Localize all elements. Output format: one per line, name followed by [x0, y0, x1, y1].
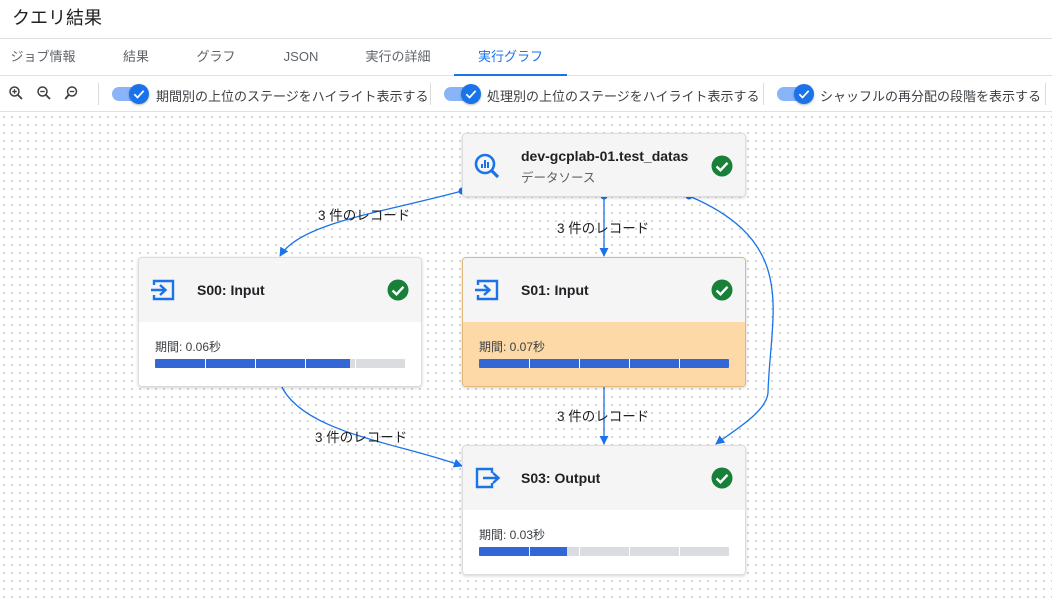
tab-chart[interactable]: グラフ [196, 49, 236, 64]
input-icon [151, 279, 175, 301]
edge-label: 3 件のレコード [557, 409, 650, 424]
datasource-name: dev-gcplab-01.test_dataset [521, 148, 689, 164]
stage-duration: 期間: 0.03秒 [479, 528, 546, 542]
execution-graph-canvas[interactable]: 3 件のレコード 3 件のレコード 3 件のレコード 3 件のレコード dev-… [0, 113, 1052, 601]
edge-source-to-s00 [279, 190, 463, 257]
success-check-icon [711, 279, 733, 301]
show-shuffle-repartition-toggle[interactable] [777, 84, 815, 104]
stage-node-s03[interactable]: S03: Output 期間: 0.03秒 [462, 445, 746, 575]
query-insights-icon [474, 153, 500, 179]
toolbar-divider [430, 83, 431, 105]
page-title: クエリ結果 [12, 8, 102, 28]
highlight-by-duration-toggle[interactable] [112, 84, 150, 104]
highlight-by-duration-label: 期間別の上位のステージをハイライト表示する [156, 89, 429, 104]
tab-json[interactable]: JSON [283, 49, 319, 64]
highlight-by-processing-label: 処理別の上位のステージをハイライト表示する [487, 89, 760, 104]
stage-node-s00[interactable]: S00: Input 期間: 0.06秒 [138, 257, 422, 387]
toolbar-divider [763, 83, 764, 105]
tab-execution-details[interactable]: 実行の詳細 [365, 49, 431, 64]
stage-name: S03: Output [521, 470, 601, 486]
edge-s00-to-s03 [279, 382, 463, 468]
stage-duration-bar [155, 359, 405, 368]
stage-duration: 期間: 0.06秒 [155, 340, 222, 354]
datasource-subtitle: データソース [521, 171, 596, 185]
show-shuffle-repartition-label: シャッフルの再分配の段階を表示する [820, 89, 1042, 104]
check-icon [798, 90, 810, 99]
tab-job-info[interactable]: ジョブ情報 [10, 49, 76, 64]
zoom-out-icon[interactable] [35, 84, 53, 102]
toolbar-divider [1045, 83, 1046, 105]
check-icon [465, 90, 477, 99]
stage-name: S01: Input [521, 282, 589, 298]
edge-source-to-s03 [688, 195, 774, 445]
tab-bar: ジョブ情報 結果 グラフ JSON 実行の詳細 実行グラフ [0, 38, 1052, 76]
toolbar-divider [98, 83, 99, 105]
graph-toolbar: 期間別の上位のステージをハイライト表示する 処理別の上位のステージをハイライト表… [0, 76, 1052, 112]
zoom-in-icon[interactable] [7, 84, 25, 102]
tab-execution-graph[interactable]: 実行グラフ [454, 39, 567, 76]
edge-label: 3 件のレコード [318, 208, 411, 223]
datasource-node[interactable]: dev-gcplab-01.test_dataset データソース [462, 133, 746, 197]
stage-duration-bar [479, 547, 729, 556]
output-icon [475, 467, 501, 489]
highlight-by-processing-toggle[interactable] [444, 84, 482, 104]
check-icon [133, 90, 145, 99]
stage-duration: 期間: 0.07秒 [479, 340, 546, 354]
zoom-reset-icon[interactable] [63, 84, 81, 102]
success-check-icon [711, 467, 733, 489]
success-check-icon [711, 155, 733, 177]
edge-label: 3 件のレコード [315, 430, 408, 445]
stage-duration-bar [479, 359, 729, 368]
stage-name: S00: Input [197, 282, 265, 298]
success-check-icon [387, 279, 409, 301]
tab-results[interactable]: 結果 [122, 49, 149, 64]
stage-node-s01[interactable]: S01: Input 期間: 0.07秒 [462, 257, 746, 387]
input-icon [475, 279, 499, 301]
edge-label: 3 件のレコード [557, 221, 650, 236]
